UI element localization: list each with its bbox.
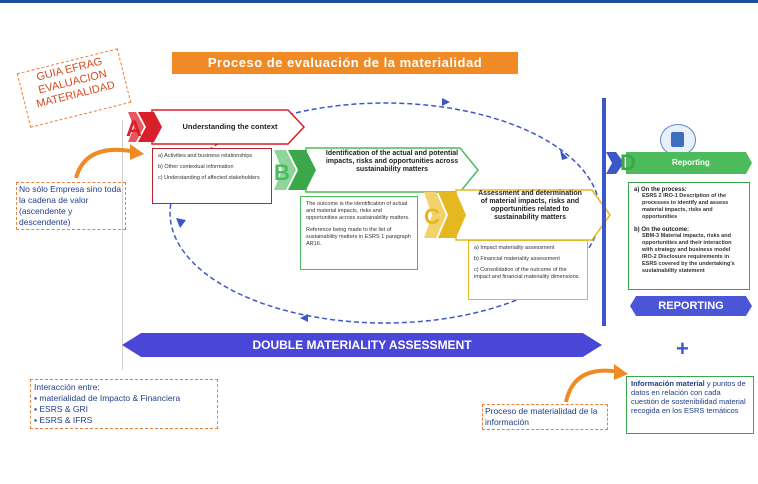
cycle-arrowhead: [560, 150, 568, 160]
step-a-item: b) Other contextual information: [158, 164, 234, 170]
interaction-title: Interacción entre:: [34, 382, 100, 392]
double-materiality-bar: DOUBLE MATERIALITY ASSESSMENT: [122, 333, 602, 357]
interaction-item: ▪ ESRS & IFRS: [34, 415, 93, 425]
curved-arrow-icon: [74, 144, 144, 179]
page-title: Proceso de evaluación de la materialidad: [172, 52, 518, 74]
step-d-process-title: a) On the process:: [634, 187, 687, 193]
step-d-process-item: ESRS 2 IRO-1 Description of the processe…: [642, 193, 729, 220]
step-b-heading: Identification of the actual and potenti…: [325, 150, 459, 173]
step-a-item: a) Activities and business relationships: [158, 153, 253, 159]
step-b-box: The outcome is the identification of act…: [300, 196, 418, 270]
step-a-box: a) Activities and business relationships…: [152, 148, 272, 204]
material-info-text: y puntos de datos en relación con cada c…: [631, 379, 746, 415]
step-d-outcome-title: b) On the outcome:: [634, 227, 689, 233]
step-d-heading: Reporting: [672, 158, 710, 167]
step-a-heading: Understanding the context: [182, 122, 278, 131]
step-d-letter: D: [620, 150, 636, 175]
material-info-note: Información material y puntos de datos e…: [626, 376, 754, 434]
step-d-box: a) On the process: ESRS 2 IRO-1 Descript…: [628, 182, 750, 290]
step-c-letter: C: [424, 204, 440, 229]
step-c-item: b) Financial materiality assessment: [474, 256, 560, 262]
divider-line: [122, 120, 123, 370]
calculator-icon: [671, 132, 684, 147]
step-d-bar: [602, 98, 606, 326]
cycle-arrowhead: [442, 98, 450, 106]
guia-efrag-stamp: GUIA EFRAG EVALUACION MATERIALIDAD: [16, 48, 132, 128]
step-b-text: The outcome is the identification of act…: [306, 201, 410, 221]
material-info-bold: Información material: [631, 379, 705, 388]
step-c-item: a) Impact materiality assessment: [474, 245, 555, 251]
process-note: Proceso de materialidad de la informació…: [482, 404, 608, 430]
step-c-item: c) Consolidation of the outcome of the i…: [474, 267, 581, 280]
step-b-letter: B: [274, 160, 290, 185]
interaction-item: ▪ ESRS & GRI: [34, 404, 89, 414]
interaction-note: Interacción entre: ▪ materialidad de Imp…: [30, 379, 218, 429]
top-border-line: [0, 0, 758, 3]
step-d-outcome-item: SBM-3 Material impacts, risks and opport…: [642, 233, 732, 253]
step-a-item: c) Understanding of affected stakeholder…: [158, 175, 260, 181]
value-chain-note: No sólo Empresa sino toda la cadena de v…: [16, 182, 126, 230]
plus-icon: +: [676, 336, 689, 361]
step-c-heading: Assessment and determination of material…: [478, 190, 582, 221]
cycle-arrowhead: [300, 314, 308, 322]
cycle-arrowhead: [176, 218, 186, 228]
step-b-arrow: [274, 147, 479, 193]
curved-arrow-icon: [564, 364, 628, 403]
step-c-box: a) Impact materiality assessment b) Fina…: [468, 240, 588, 300]
step-d-outcome-item: IRO-2 Disclosure requirements in ESRS co…: [642, 254, 735, 274]
step-c-arrow: [424, 189, 611, 241]
interaction-item: ▪ materialidad de Impacto & Financiera: [34, 393, 181, 403]
step-d-arrow: [606, 152, 752, 174]
reporting-bar: REPORTING: [630, 296, 752, 316]
report-icon: [660, 124, 696, 156]
step-a-letter: A: [126, 116, 142, 141]
step-b-text: Reference being made to the list of sust…: [306, 227, 411, 247]
step-a-arrow: [128, 109, 306, 145]
